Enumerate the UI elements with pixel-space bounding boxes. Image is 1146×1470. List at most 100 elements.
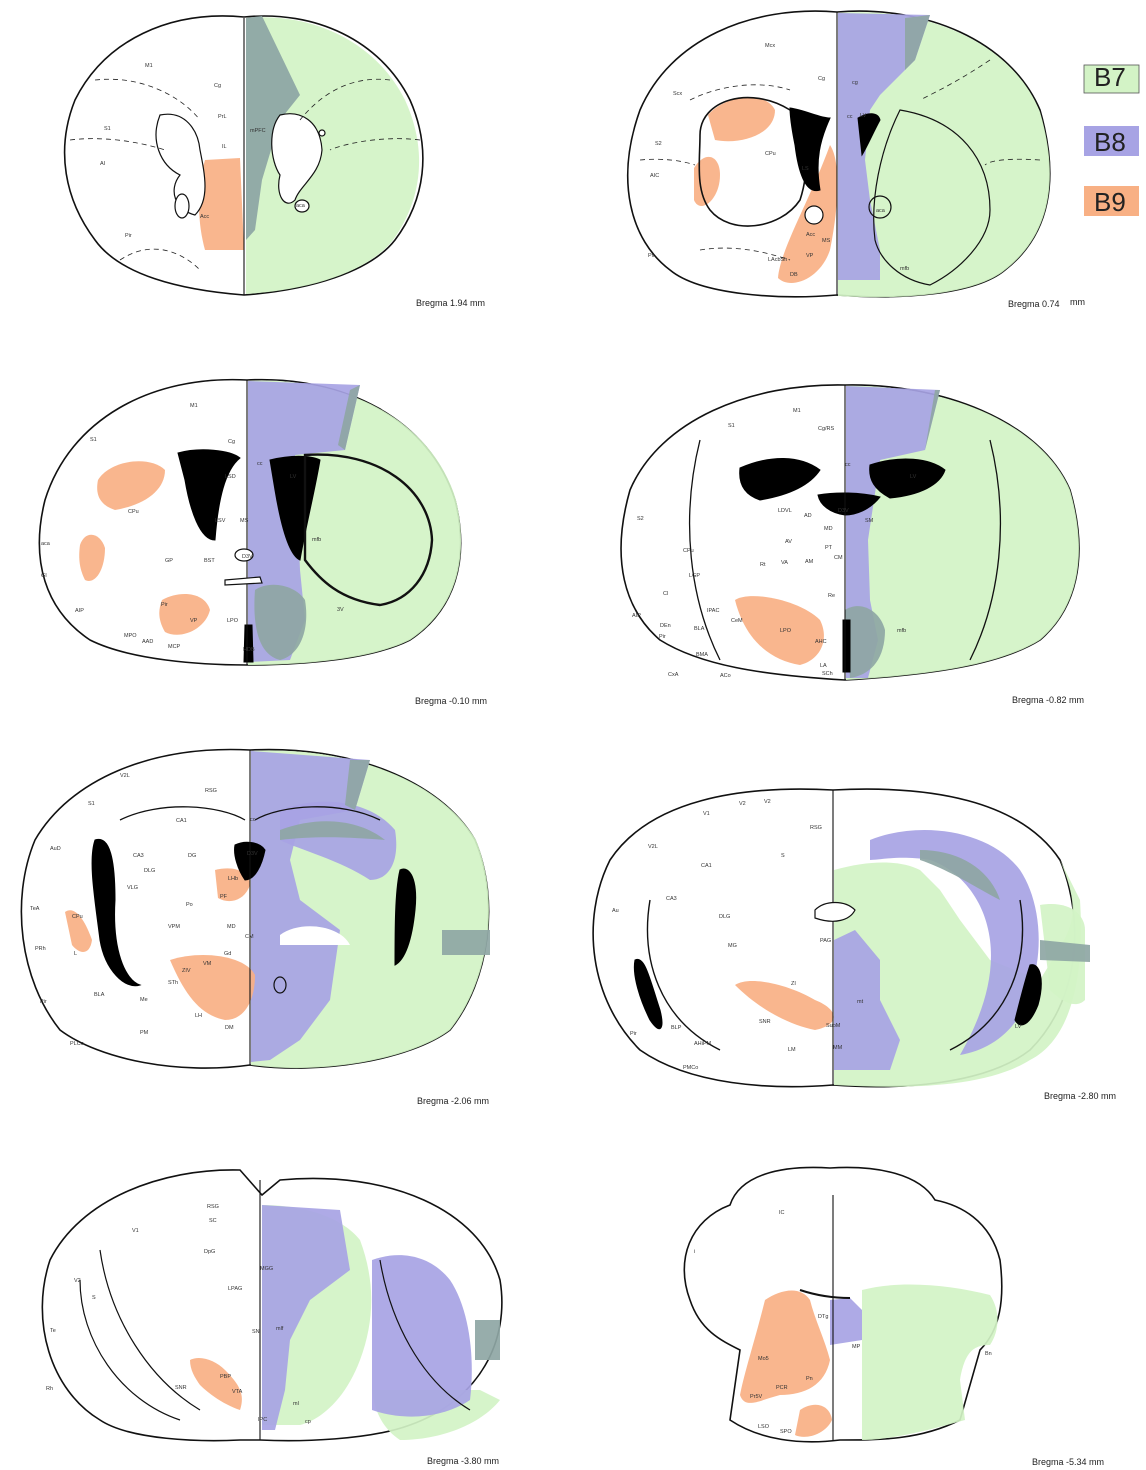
region-label: SC: [209, 1218, 217, 1224]
region-label: DLG: [144, 868, 155, 874]
region-label: mfb: [897, 628, 906, 634]
region-label: CA1: [176, 818, 187, 824]
region-label: SPO: [780, 1429, 792, 1435]
bregma-label: Bregma -0.10 mm: [415, 696, 487, 706]
legend: B7 B8 B9: [1083, 62, 1140, 217]
region-label: LDVL: [778, 508, 792, 514]
region-label: LH: [195, 1013, 202, 1019]
region-label: Cg: [228, 439, 235, 445]
region-label: DM: [225, 1025, 234, 1031]
region-label: CA3: [133, 853, 144, 859]
region-label: cc: [845, 462, 851, 468]
region-label: LV: [290, 474, 297, 480]
section-bregma-minus-0-82: S1 M1 Cg/RS cc LV S2 LDVL AD D3V SM MD A…: [620, 384, 1084, 705]
region-label: MD: [227, 924, 236, 930]
region-label: CPu: [72, 914, 83, 920]
region-label: D3V: [242, 554, 253, 560]
region-label: Me: [140, 997, 148, 1003]
region-label: AHC: [815, 639, 827, 645]
region-label: D3V: [247, 851, 258, 857]
region-label: PMCo: [683, 1065, 698, 1071]
region-label: S: [92, 1295, 96, 1301]
region-label: BST: [204, 558, 215, 564]
section-bregma-minus-0-10: M1 S1 Cg cc LSD LV CPu LSV MS GP BST D3V…: [38, 378, 487, 706]
region-label: Te: [50, 1328, 56, 1334]
region-label: Pir: [648, 253, 655, 259]
region-label: BLP: [671, 1025, 682, 1031]
region-label: PRh: [35, 946, 46, 952]
region-label: aca: [296, 203, 306, 209]
region-label: mPFC: [250, 128, 266, 134]
region-label: CxA: [668, 672, 679, 678]
region-label: Cl: [663, 591, 668, 597]
region-label: cc: [250, 817, 256, 823]
region-label: AD: [804, 513, 812, 519]
region-label: Re: [828, 593, 835, 599]
region-label: DTg: [818, 1314, 828, 1320]
region-label: SM: [865, 518, 874, 524]
region-label: ml: [293, 1401, 299, 1407]
region-label: CM: [834, 555, 843, 561]
region-label: Pir: [659, 634, 666, 640]
region-label: HDB: [243, 647, 255, 653]
legend-item-b7: B7: [1083, 62, 1140, 94]
region-label: M1: [793, 408, 801, 414]
region-label: STh: [168, 980, 178, 986]
region-label: LGP: [689, 573, 700, 579]
region-label: MGG: [260, 1266, 273, 1272]
region-label: V1: [132, 1228, 139, 1234]
region-label: MS: [822, 238, 831, 244]
region-label: MD: [824, 526, 833, 532]
section-bregma-minus-3-80: RSG SC V1 V2 DpG S Te LPAG Rh SN mlf SNR…: [41, 1169, 503, 1466]
region-label: V2: [739, 801, 746, 807]
region-label: Au: [612, 908, 619, 914]
region-label: RSG: [207, 1204, 219, 1210]
region-label: VM: [203, 961, 212, 967]
region-label: ACo: [720, 673, 731, 679]
bregma-label: Bregma -2.06 mm: [417, 1096, 489, 1106]
region-label: GP: [165, 558, 173, 564]
region-label: Po: [186, 902, 193, 908]
region-label: CPu: [128, 509, 139, 515]
region-label: LM: [788, 1047, 796, 1053]
region-label: D3V: [838, 508, 849, 514]
region-label: mt: [857, 999, 864, 1005]
region-label: BLA: [694, 626, 705, 632]
region-label: DEn: [660, 623, 671, 629]
region-label: V2: [74, 1278, 81, 1284]
region-label: cg: [852, 80, 858, 86]
region-label: MP: [852, 1344, 861, 1350]
region-label: IL: [222, 144, 227, 150]
bregma-label: Bregma -3.80 mm: [427, 1456, 499, 1466]
region-label: S1: [104, 126, 111, 132]
region-label: Pir: [161, 602, 168, 608]
section-bregma-1-94: M1 S1 Cg PrL IL mPFC AI Pir Acc aca Breg…: [63, 15, 485, 308]
region-label: GI: [41, 573, 47, 579]
region-label: CPu: [765, 151, 776, 157]
region-label: LHb: [228, 876, 238, 882]
region-label: AIP: [75, 608, 84, 614]
bregma-label: Bregma -0.82 mm: [1012, 695, 1084, 705]
region-label: MS: [240, 518, 249, 524]
region-label: IPAC: [707, 608, 719, 614]
region-label: PLCo: [70, 1041, 84, 1047]
region-label: V2: [764, 799, 771, 805]
region-label: i: [694, 1249, 695, 1255]
region-label: PCR: [776, 1385, 788, 1391]
section-bregma-minus-2-80: V1 V2 V2 RSG V2L S CA1 Au CA3 DLG MG PAG…: [592, 788, 1116, 1101]
region-label: MG: [728, 943, 737, 949]
region-label: Mo5: [758, 1356, 769, 1362]
region-label: MM: [833, 1045, 843, 1051]
region-label: TeA: [30, 906, 40, 912]
region-label: IC: [779, 1210, 785, 1216]
region-label: V2L: [648, 844, 658, 850]
region-label: CM: [245, 934, 254, 940]
region-label: AV: [785, 539, 792, 545]
region-label: Mcx: [765, 43, 775, 49]
region-label: Pir: [630, 1031, 637, 1037]
region-label: BLA: [94, 992, 105, 998]
region-label: LV: [1015, 1024, 1022, 1030]
region-label: MCP: [168, 644, 181, 650]
region-label: AIC: [650, 173, 659, 179]
